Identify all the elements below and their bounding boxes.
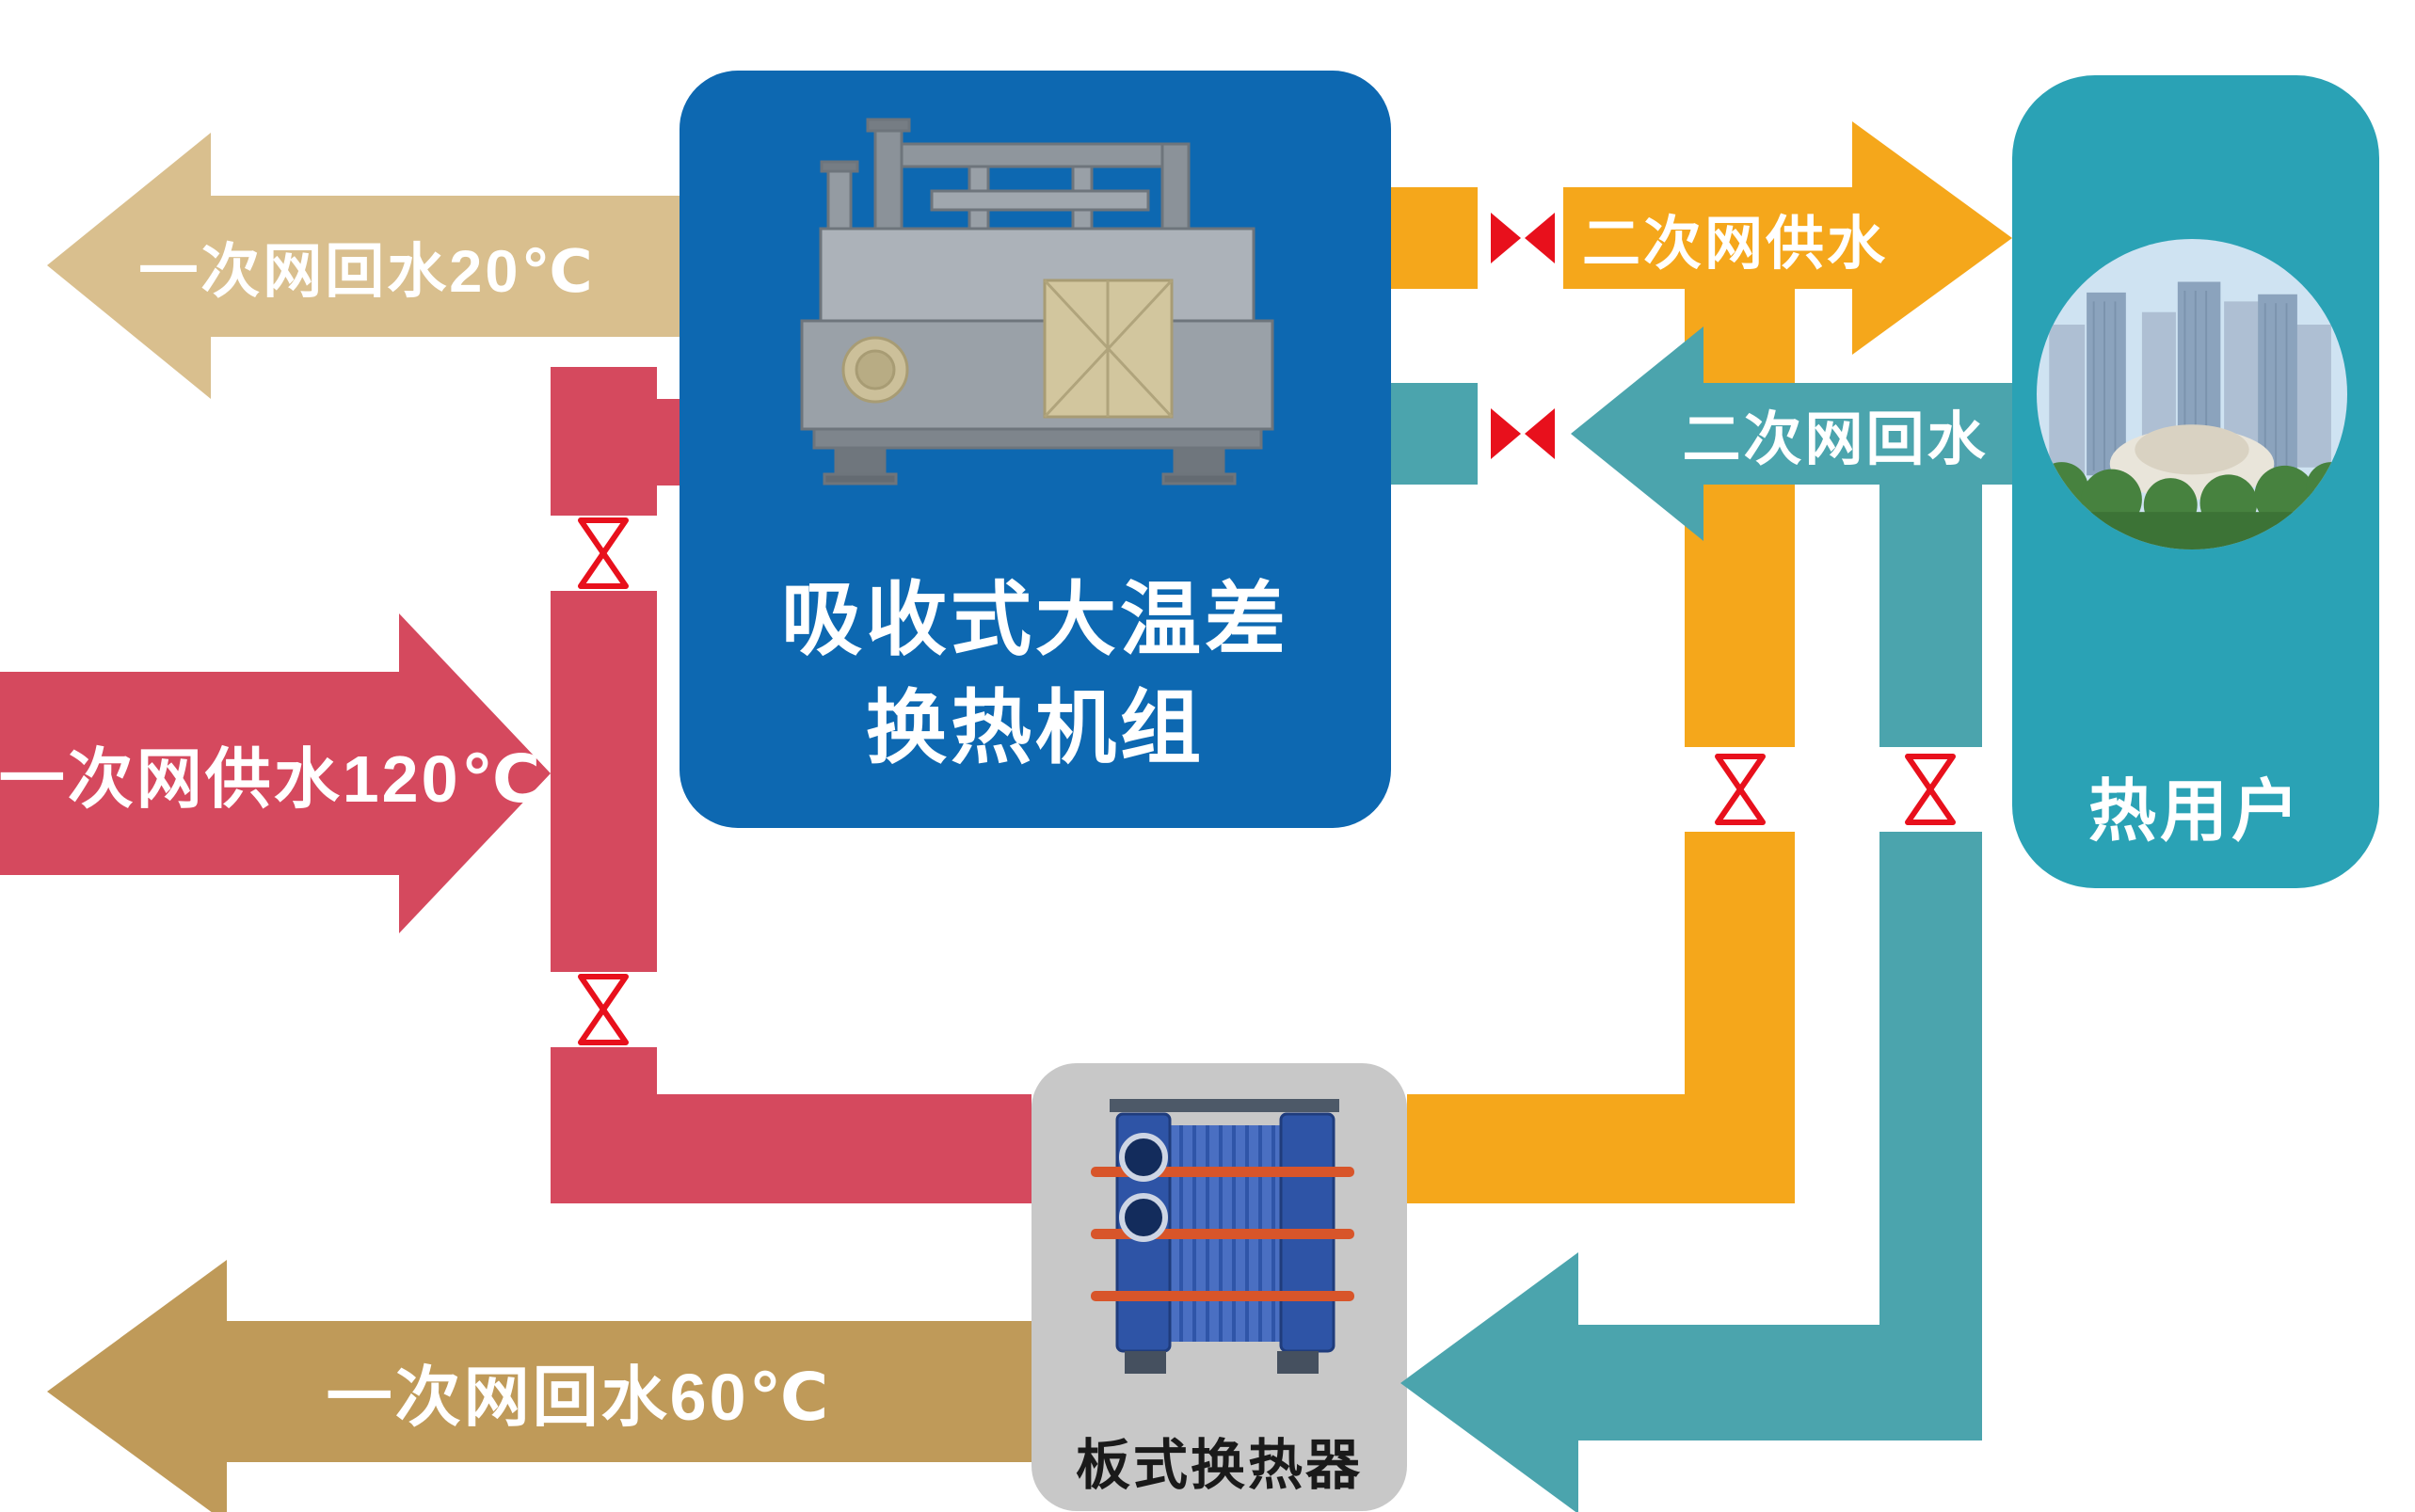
primary-supply-120-arrow bbox=[0, 672, 399, 875]
secondary-return-valve-icon bbox=[1491, 408, 1555, 459]
secondary-supply-arrow bbox=[1563, 187, 1852, 289]
secondary-return-riser-top bbox=[1879, 414, 1982, 747]
primary-supply-120-arrowhead bbox=[399, 613, 551, 933]
absorption-unit-image bbox=[800, 118, 1274, 485]
primary-return-60-label: 一次网回水60℃ bbox=[326, 1360, 832, 1434]
secondary-return-bottom-arrowhead bbox=[1400, 1252, 1578, 1512]
primary-return-20-label: 一次网回水20℃ bbox=[138, 238, 596, 305]
heat-user-photo bbox=[2037, 239, 2347, 549]
primary-pipe-connector bbox=[654, 399, 682, 485]
primary-return-60-arrowhead bbox=[47, 1260, 227, 1512]
city-buildings-image bbox=[2037, 239, 2347, 549]
primary-pipe-valve-icon-2 bbox=[578, 974, 629, 1045]
secondary-supply-bottom-run bbox=[1407, 1094, 1795, 1203]
secondary-supply-label: 二次网供水 bbox=[1581, 212, 1888, 277]
heat-user-label: 热用户 bbox=[2087, 773, 2303, 850]
primary-return-60-arrow bbox=[227, 1321, 1032, 1462]
plate-hx-label: 板式换热器 bbox=[1075, 1435, 1363, 1496]
secondary-supply-riser-valve-icon bbox=[1715, 754, 1766, 825]
primary-pipe-segment-top bbox=[551, 367, 657, 516]
primary-return-20-arrow bbox=[211, 196, 681, 337]
secondary-return-label: 二次网回水 bbox=[1682, 407, 1989, 472]
plate-hx-image bbox=[1091, 1099, 1354, 1374]
secondary-supply-stub bbox=[1391, 187, 1478, 289]
secondary-return-bottom-arrow bbox=[1578, 1325, 1982, 1440]
heat-user-card: 热用户 bbox=[2012, 75, 2379, 888]
primary-supply-120-label: 一次网供水120℃ bbox=[0, 741, 544, 816]
plate-hx-card: 板式换热器 bbox=[1032, 1063, 1407, 1511]
secondary-return-arrowhead bbox=[1571, 326, 1703, 541]
primary-pipe-segment-mid bbox=[551, 591, 657, 972]
absorption-unit-card: 吸收式大温差 换热机组 bbox=[680, 71, 1391, 828]
absorption-unit-title-line1: 吸收式大温差 bbox=[781, 574, 1289, 665]
absorption-unit-title-line2: 换热机组 bbox=[866, 682, 1205, 773]
primary-pipe-bottom-run bbox=[551, 1094, 1032, 1203]
primary-pipe-valve-icon-1 bbox=[578, 517, 629, 589]
secondary-supply-valve-icon bbox=[1491, 213, 1555, 263]
secondary-return-riser-valve-icon bbox=[1905, 754, 1956, 825]
secondary-supply-arrowhead bbox=[1852, 121, 2012, 355]
secondary-return-stub bbox=[1391, 383, 1478, 485]
primary-return-20-arrowhead bbox=[47, 133, 211, 399]
